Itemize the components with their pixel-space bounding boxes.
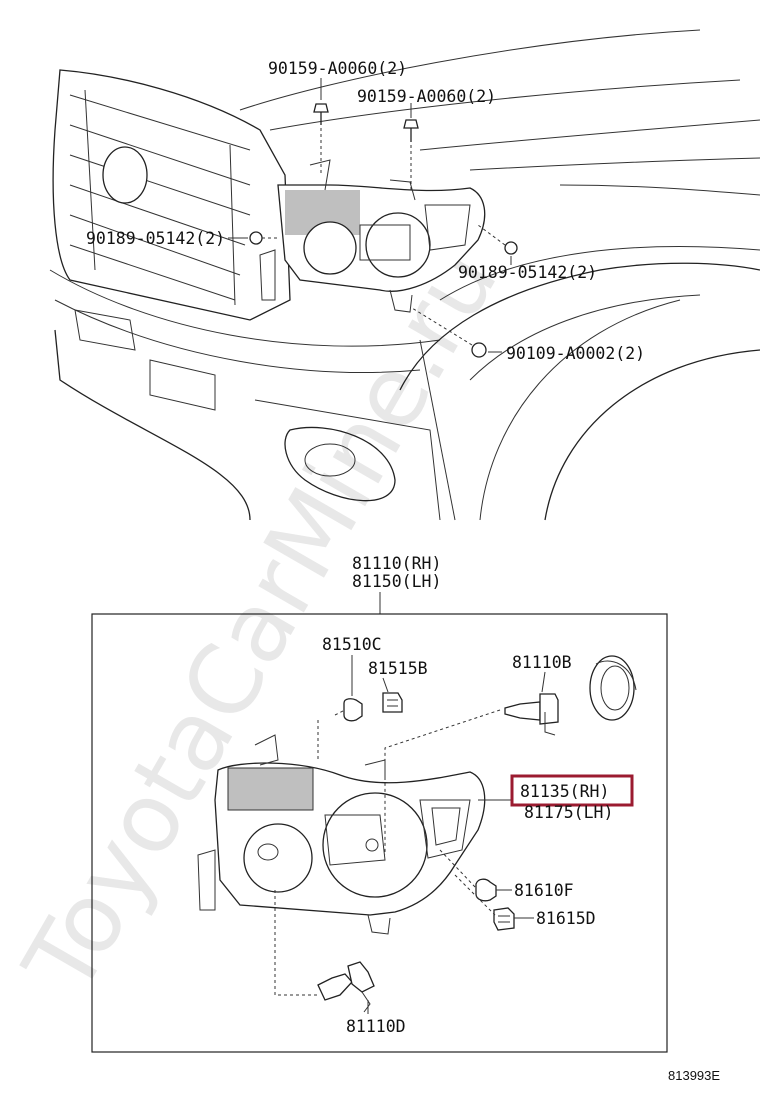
exploded-view-frame (91, 613, 668, 1053)
label-low-bulb: 81110D (346, 1017, 406, 1036)
label-clip-right: 90189-05142(2) (458, 263, 597, 282)
label-housing-rh[interactable]: 81135(RH) (520, 782, 609, 801)
label-clip-left: 90189-05142(2) (86, 229, 225, 248)
label-bulb-socket: 81510C (322, 635, 382, 654)
vehicle-front-drawing (49, 29, 760, 521)
label-hid-bulb: 81110B (512, 653, 572, 672)
highlight-box[interactable] (510, 774, 634, 807)
label-bolt-a: 90159-A0060(2) (268, 59, 407, 78)
label-screw: 90109-A0002(2) (506, 344, 645, 363)
diagram-id: 813993E (668, 1068, 720, 1083)
label-small-bulb: 81610F (514, 881, 574, 900)
label-bolt-b: 90159-A0060(2) (357, 87, 496, 106)
label-assembly-lh: 81150(LH) (352, 572, 441, 591)
headlamp-assembly-drawing (197, 655, 637, 1014)
label-socket: 81515B (368, 659, 428, 678)
label-housing-lh: 81175(LH) (524, 803, 613, 822)
label-small-socket: 81615D (536, 909, 596, 928)
label-assembly-rh: 81110(RH) (352, 554, 441, 573)
